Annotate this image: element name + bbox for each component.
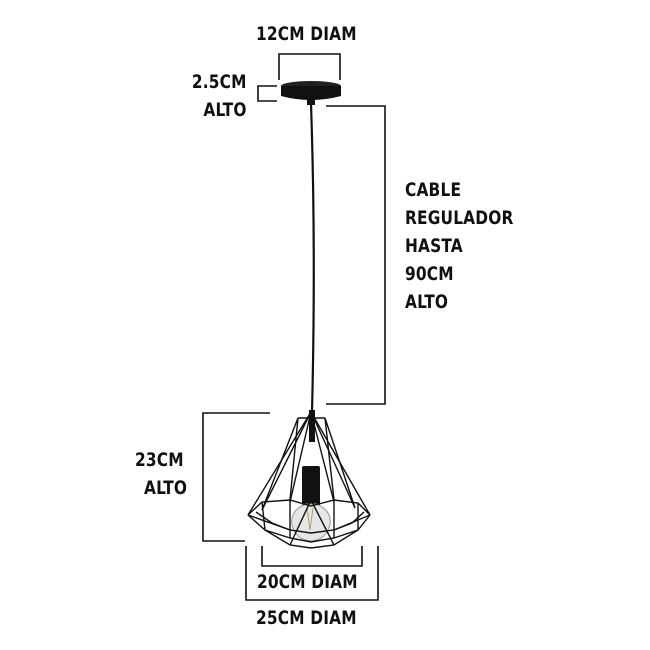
shade-height-line1: 23CM [135,449,184,471]
cable-length-bracket [326,105,386,405]
shade-height-bracket [202,412,270,542]
cable-line1: CABLE [405,179,462,201]
canopy-height-line1: 2.5CM [191,71,247,93]
canopy-diameter-label: 12CM DIAM [256,23,357,45]
cable-line4: 90CM [405,263,454,285]
diamond-wire-cage [247,411,371,549]
light-bulb [291,503,331,542]
cable-length-label: CABLE REGULADOR HASTA 90CM ALTO [405,176,514,316]
canopy-height-line2: ALTO [203,99,247,121]
dimension-brackets [202,53,386,601]
shade-height-line2: ALTO [144,477,188,499]
cable-line [309,103,315,413]
ceiling-canopy [281,81,341,105]
cable-line3: HASTA [405,235,463,257]
lamp-socket [302,410,320,506]
inner-diameter-label: 20CM DIAM [257,571,358,593]
inner-diameter-bracket [261,546,363,567]
canopy-height-label: 2.5CM ALTO [189,68,247,124]
outer-diameter-bracket [245,546,379,601]
shade-height-label: 23CM ALTO [135,446,187,502]
canopy-height-bracket [257,85,277,102]
outer-diameter-label: 25CM DIAM [256,607,357,629]
canopy-diameter-bracket [278,53,341,80]
cable-line2: REGULADOR [405,207,514,229]
cable-line5: ALTO [405,291,449,313]
